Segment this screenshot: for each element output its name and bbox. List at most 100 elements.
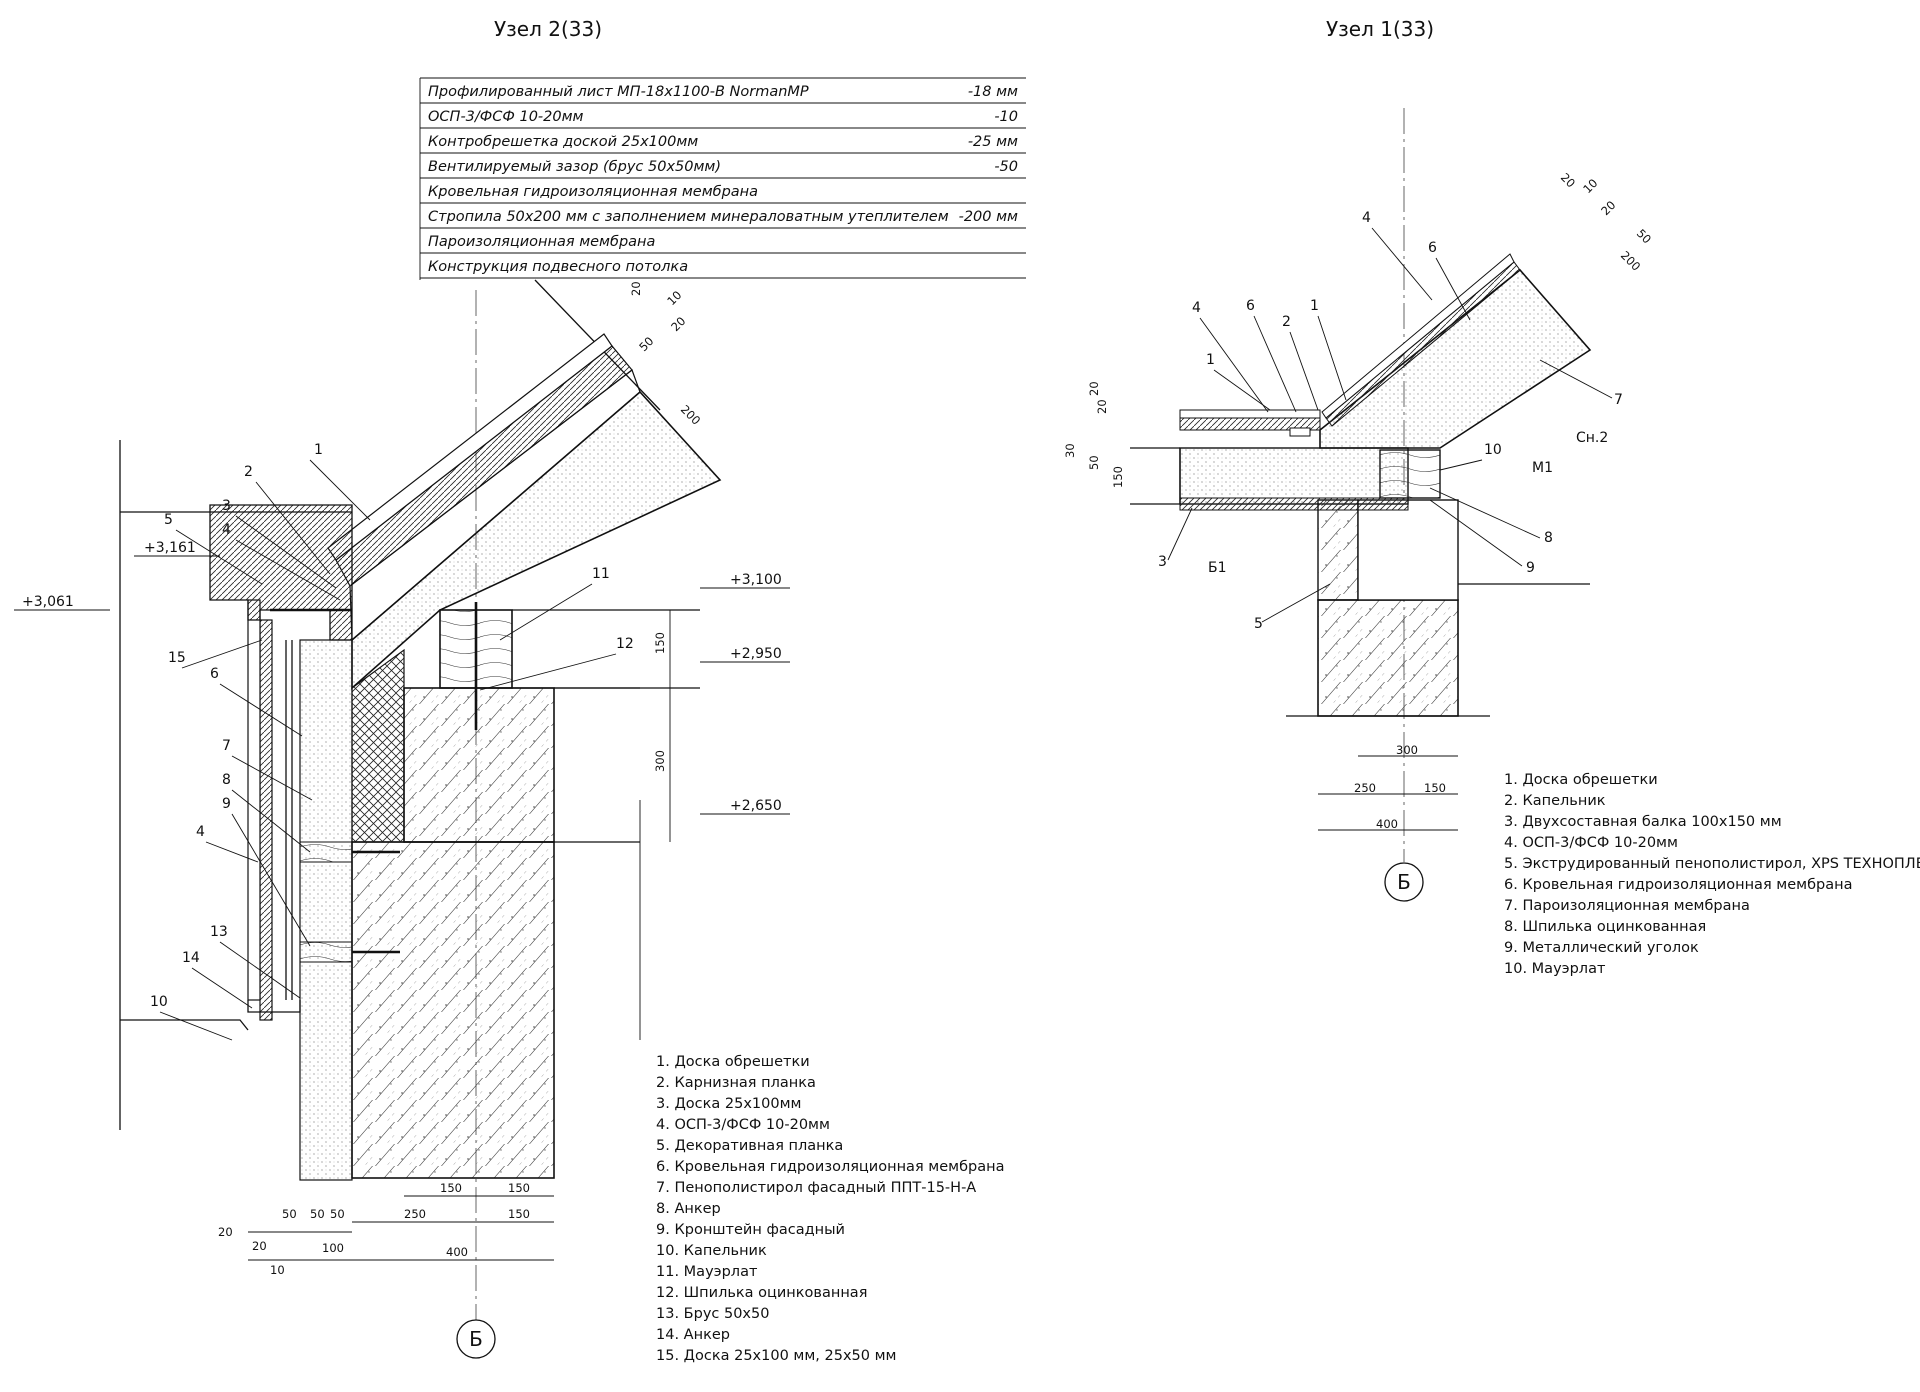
legend-n2-item-10: 10. Капельник — [656, 1243, 767, 1259]
dim-n2-150a: 150 — [440, 1181, 462, 1195]
axis-label-node-1: Б — [1397, 870, 1411, 894]
callout-n2-13: 13 — [210, 924, 228, 940]
node-2-leaders — [159, 459, 617, 1041]
level-3061: +3,061 — [22, 594, 74, 610]
dim-n2-10: 10 — [270, 1263, 285, 1277]
callout-n2-2: 2 — [244, 464, 253, 480]
dim-n2-150b: 150 — [508, 1181, 530, 1195]
mark-b1: Б1 — [1208, 560, 1227, 576]
legend-n1-item-3: 3. Двухсоставная балка 100х150 мм — [1504, 814, 1782, 830]
callout-n2-11: 11 — [592, 566, 610, 582]
spec-row-1-text: Профилированный лист МП-18х1100-В Norman… — [428, 84, 809, 100]
dim-n1-50: 50 — [1087, 455, 1101, 470]
dim-n2-20t: 20 — [629, 281, 643, 296]
spec-row-5-text: Кровельная гидроизоляционная мембрана — [428, 184, 758, 200]
legend-n1-item-7: 7. Пароизоляционная мембрана — [1504, 898, 1750, 914]
legend-n2-item-3: 3. Доска 25х100мм — [656, 1096, 801, 1112]
callout-n1-8: 8 — [1544, 530, 1553, 546]
callout-n1-9: 9 — [1526, 560, 1535, 576]
dim-n2-10t: 10 — [664, 288, 684, 308]
callout-n2-10: 10 — [150, 994, 168, 1010]
mark-sn2: Сн.2 — [1576, 430, 1608, 446]
level-2650: +2,650 — [730, 798, 782, 814]
callout-n2-12: 12 — [616, 636, 634, 652]
callout-n2-15: 15 — [168, 650, 186, 666]
legend-node-1: 1. Доска обрешетки 2. Капельник 3. Двухс… — [1504, 772, 1920, 977]
legend-n2-item-1: 1. Доска обрешетки — [656, 1054, 810, 1070]
legend-n2-item-8: 8. Анкер — [656, 1201, 721, 1217]
legend-n1-item-5: 5. Экструдированный пенополистирол, XPS … — [1504, 856, 1920, 872]
legend-n2-item-7: 7. Пенополистирол фасадный ППТ-15-Н-А — [656, 1180, 976, 1196]
dim-n1-30: 30 — [1063, 443, 1077, 458]
legend-n2-item-6: 6. Кровельная гидроизоляционная мембрана — [656, 1159, 1004, 1175]
legend-n1-item-9: 9. Металлический уголок — [1504, 940, 1699, 956]
callout-n2-7: 7 — [222, 738, 231, 754]
dim-n2-50a: 50 — [282, 1207, 297, 1221]
callout-n2-3: 3 — [222, 498, 231, 514]
dim-n2-150v: 150 — [653, 632, 667, 654]
callout-n2-9: 9 — [222, 796, 231, 812]
callout-n1-1a: 1 — [1310, 298, 1319, 314]
callout-n1-3: 3 — [1158, 554, 1167, 570]
dim-n2-300v: 300 — [653, 750, 667, 772]
node-1-leaders — [1167, 227, 1613, 623]
spec-row-4-value: -50 — [994, 159, 1018, 175]
dim-n2-50c: 50 — [330, 1207, 345, 1221]
dim-n2-50t: 50 — [636, 334, 656, 354]
callout-n1-4a: 4 — [1362, 210, 1371, 226]
callout-n1-5: 5 — [1254, 616, 1263, 632]
dim-n2-400: 400 — [446, 1245, 468, 1259]
dim-n1-200t: 200 — [1618, 248, 1643, 273]
legend-n2-item-11: 11. Мауэрлат — [656, 1264, 758, 1280]
legend-n2-item-12: 12. Шпилька оцинкованная — [656, 1285, 867, 1301]
legend-node-2: 1. Доска обрешетки 2. Карнизная планка 3… — [656, 1054, 1004, 1364]
node-1-drawing — [1130, 108, 1592, 902]
dim-n2-50b: 50 — [310, 1207, 325, 1221]
spec-row-6-value: -200 мм — [959, 209, 1018, 225]
dim-n1-250: 250 — [1354, 781, 1376, 795]
axis-label-node-2: Б — [469, 1327, 483, 1351]
callout-n1-1b: 1 — [1206, 352, 1215, 368]
spec-row-8-text: Конструкция подвесного потолка — [428, 259, 688, 275]
level-3100: +3,100 — [730, 572, 782, 588]
callout-n2-14: 14 — [182, 950, 200, 966]
spec-table — [419, 77, 1026, 411]
dim-n2-20t2: 20 — [668, 314, 688, 334]
dim-n1-10t: 10 — [1580, 176, 1600, 196]
dim-n2-100: 100 — [322, 1241, 344, 1255]
dim-n1-400: 400 — [1376, 817, 1398, 831]
dim-n1-150v: 150 — [1111, 466, 1125, 488]
dim-n1-50t: 50 — [1634, 226, 1654, 246]
callout-n1-6a: 6 — [1428, 240, 1437, 256]
legend-n2-item-14: 14. Анкер — [656, 1327, 730, 1343]
node-2-drawing — [119, 290, 722, 1359]
legend-n2-item-13: 13. Брус 50х50 — [656, 1306, 769, 1322]
legend-n2-item-4: 4. ОСП-3/ФСФ 10-20мм — [656, 1117, 830, 1133]
callout-n1-6b: 6 — [1246, 298, 1255, 314]
legend-n1-item-2: 2. Капельник — [1504, 793, 1606, 809]
dim-n1-20t: 20 — [1558, 170, 1578, 190]
spec-row-6-text: Стропила 50х200 мм с заполнением минерал… — [428, 209, 949, 225]
callout-n1-10: 10 — [1484, 442, 1502, 458]
dim-n2-200t: 200 — [678, 402, 703, 427]
callout-n2-1: 1 — [314, 442, 323, 458]
dim-n2-150c: 150 — [508, 1207, 530, 1221]
legend-n2-item-5: 5. Декоративная планка — [656, 1138, 843, 1154]
callout-n2-4a: 4 — [222, 522, 231, 538]
spec-row-1-value: -18 мм — [968, 84, 1018, 100]
spec-row-2-value: -10 — [994, 109, 1018, 125]
spec-row-4-text: Вентилируемый зазор (брус 50х50мм) — [428, 159, 721, 175]
callout-n2-4b: 4 — [196, 824, 205, 840]
legend-n1-item-8: 8. Шпилька оцинкованная — [1504, 919, 1706, 935]
dim-n1-300: 300 — [1396, 743, 1418, 757]
legend-n1-item-6: 6. Кровельная гидроизоляционная мембрана — [1504, 877, 1852, 893]
dim-n1-150: 150 — [1424, 781, 1446, 795]
callout-n1-4b: 4 — [1192, 300, 1201, 316]
callout-n2-6: 6 — [210, 666, 219, 682]
callout-n2-5: 5 — [164, 512, 173, 528]
spec-row-7-text: Пароизоляционная мембрана — [428, 234, 655, 250]
dim-n1-20a: 20 — [1095, 399, 1109, 414]
dim-n1-20t2: 20 — [1598, 198, 1618, 218]
spec-row-3-value: -25 мм — [968, 134, 1018, 150]
